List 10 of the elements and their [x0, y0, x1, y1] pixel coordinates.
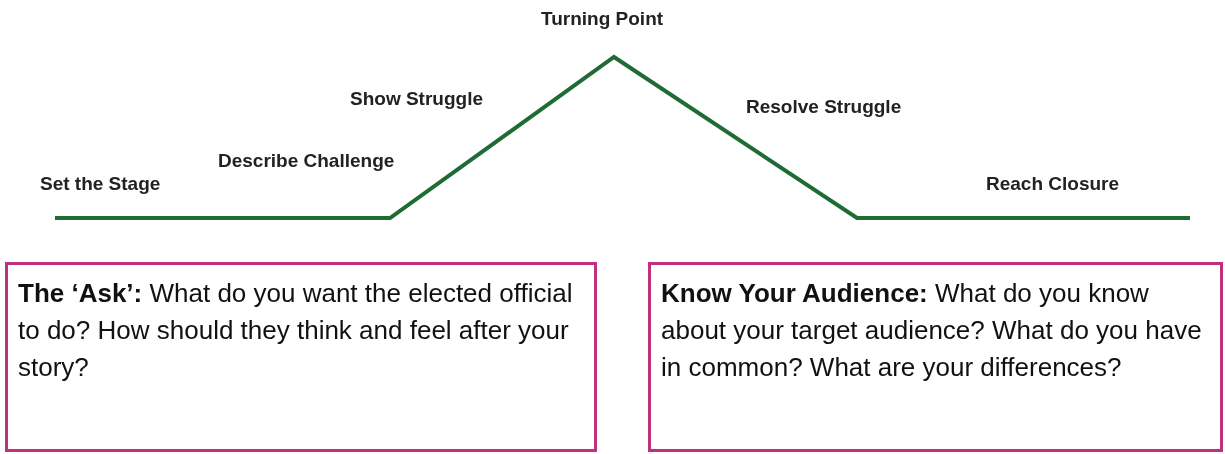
question-text: Know Your Audience: What do you know about your target audience? What do you have in common? What are your differences? — [661, 278, 1202, 382]
stage-label: Describe Challenge — [218, 150, 395, 172]
question-box — [5, 262, 597, 452]
stage-label: Set the Stage — [40, 173, 161, 195]
stage-label: Turning Point — [541, 8, 664, 30]
stage-label: Resolve Struggle — [746, 96, 902, 118]
question-text: The ‘Ask’: What do you want the elected official to do? How should they think and feel after your story? — [18, 278, 573, 382]
stage-label: Show Struggle — [350, 88, 483, 110]
question-box — [648, 262, 1223, 452]
stage-label: Reach Closure — [986, 173, 1120, 195]
